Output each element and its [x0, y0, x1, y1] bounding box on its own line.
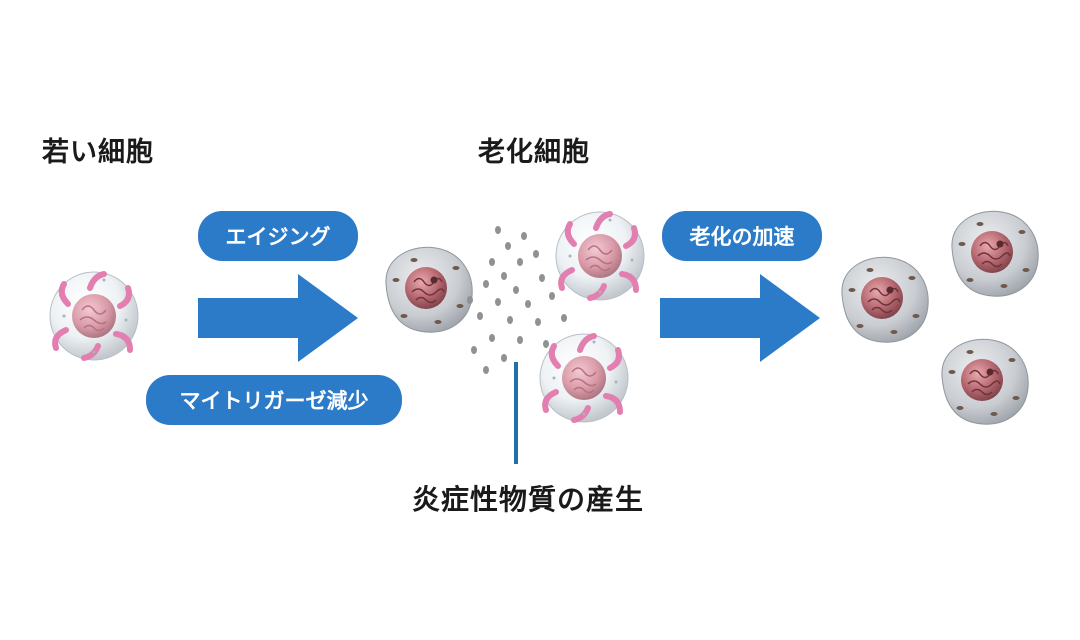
young-cell-icon	[556, 212, 644, 300]
young-cell-icon	[50, 272, 138, 360]
inflammatory-substances-caption: 炎症性物質の産生	[412, 483, 645, 516]
aging-label: エイジング	[198, 211, 358, 261]
aged-cell-icon	[841, 256, 929, 343]
mitoligase-decrease-label: マイトリガーゼ減少	[146, 375, 402, 425]
aged-cell-heading: 老化細胞	[478, 137, 590, 168]
young-cell-icon	[540, 334, 628, 422]
aged-cell-icon	[951, 210, 1039, 297]
aged-cell-icon	[941, 338, 1029, 425]
right-arrow-icon	[660, 274, 820, 362]
right-arrow-icon	[198, 274, 358, 362]
accelerated-aging-label: 老化の加速	[662, 211, 822, 261]
inflammatory-particles-icon	[467, 226, 567, 374]
young-cell-heading: 若い細胞	[42, 137, 154, 168]
aged-cell-icon	[385, 246, 473, 333]
